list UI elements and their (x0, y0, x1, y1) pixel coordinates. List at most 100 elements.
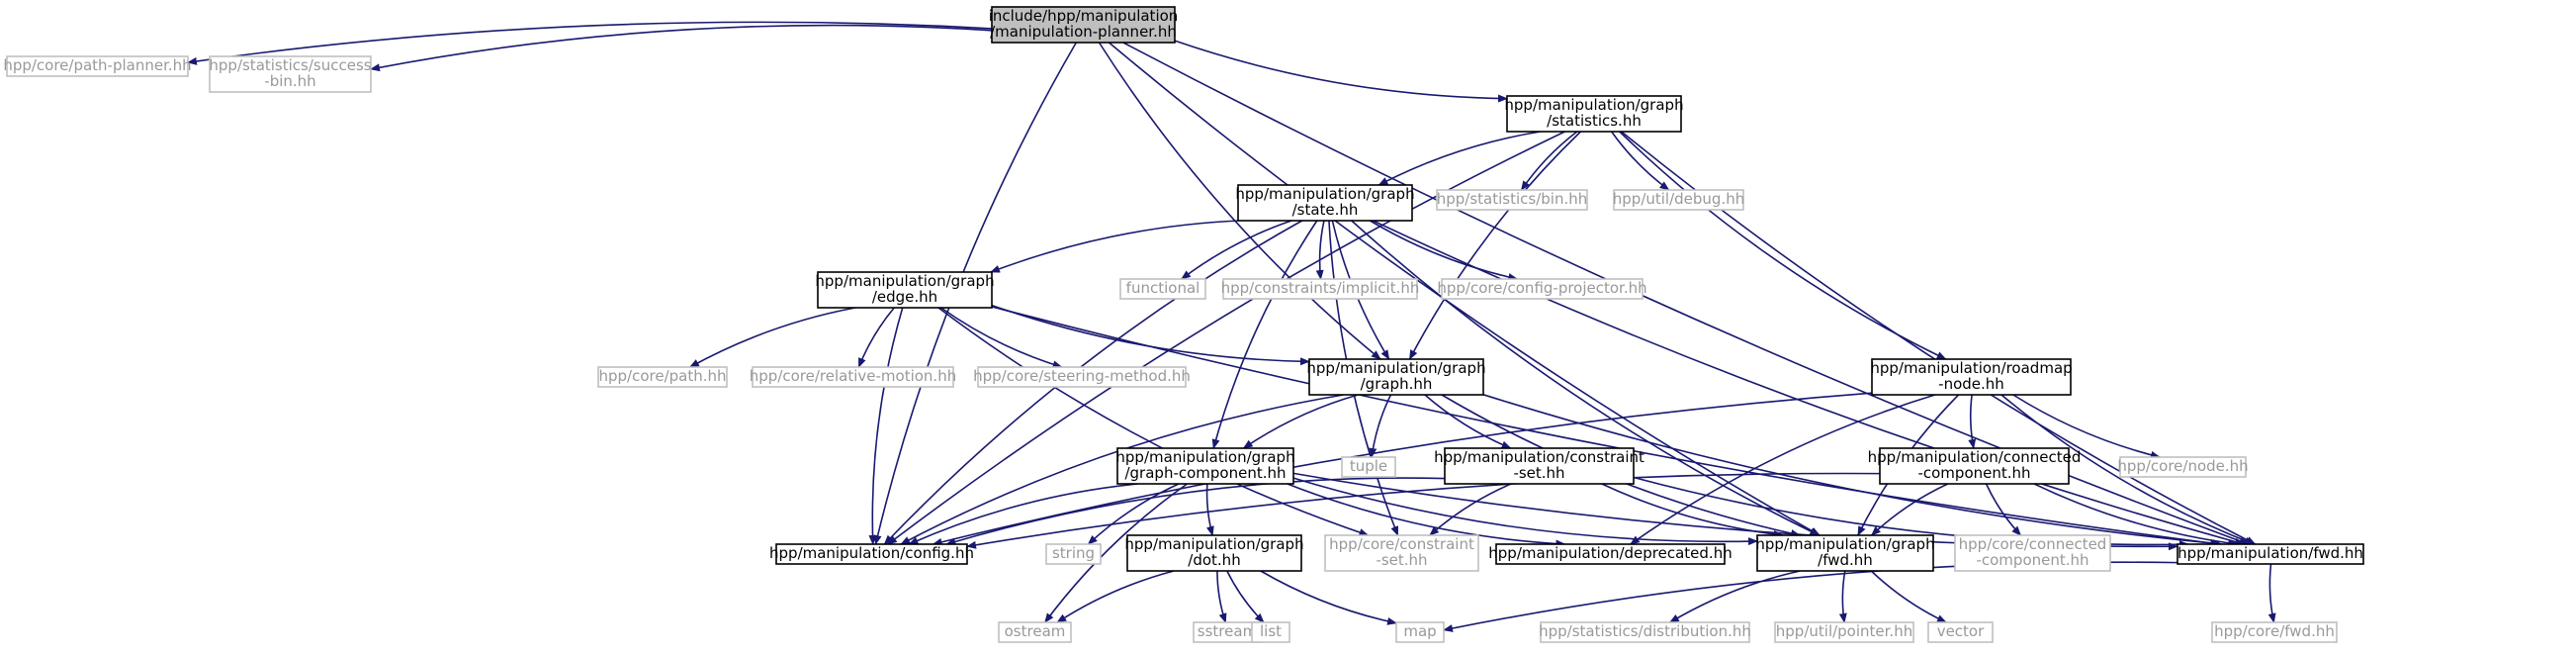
node-label-graph-edge-1: /edge.hh (872, 288, 937, 306)
node-box-core-connected-component (1954, 534, 2111, 572)
node-success-bin: hpp/statistics/success-bin.hh (209, 55, 372, 93)
edge-connected-component-to-core-connected-component (1985, 483, 2022, 536)
node-root[interactable]: include/hpp/manipulation/manipulation-pl… (989, 6, 1179, 44)
edge-graph-component-to-deprecated (1287, 483, 1566, 548)
node-graph-graph[interactable]: hpp/manipulation/graph/graph.hh (1306, 358, 1486, 396)
node-constraint-set[interactable]: hpp/manipulation/constraint-set.hh (1434, 447, 1644, 485)
node-label-util-pointer-0: hpp/util/pointer.hh (1776, 622, 1912, 640)
edge-graph-state-to-manip-fwd (1373, 220, 2246, 546)
node-box-graph-edge (817, 271, 993, 309)
node-box-graph-state (1237, 184, 1413, 222)
node-label-sstream-0: sstream (1198, 622, 1257, 640)
edge-graph-edge-to-manip-fwd (991, 306, 2221, 547)
node-graph-edge[interactable]: hpp/manipulation/graph/edge.hh (815, 271, 995, 309)
node-connected-component[interactable]: hpp/manipulation/connected-component.hh (1868, 447, 2082, 485)
node-label-tuple-0: tuple (1350, 457, 1387, 475)
node-list: list (1251, 621, 1290, 643)
node-label-connected-component-0: hpp/manipulation/connected (1868, 448, 2082, 466)
node-box-tuple (1341, 456, 1396, 478)
node-core-node: hpp/core/node.hh (2117, 456, 2249, 478)
node-box-graph-fwd (1756, 534, 1934, 572)
edge-graph-component-to-ostream (1044, 483, 1188, 623)
node-box-manip-fwd (2176, 543, 2364, 565)
node-box-distribution (1540, 621, 1750, 643)
edge-root-to-path-planner (187, 21, 993, 65)
node-label-graph-fwd-1: /fwd.hh (1818, 551, 1873, 569)
node-box-graph-graph (1308, 358, 1484, 396)
node-label-deprecated-0: hpp/manipulation/deprecated.hh (1488, 544, 1732, 562)
node-label-root-1: /manipulation-planner.hh (990, 23, 1177, 41)
edge-graph-fwd-to-vector (1870, 570, 1947, 623)
node-manip-fwd[interactable]: hpp/manipulation/fwd.hh (2176, 543, 2364, 565)
node-core-path: hpp/core/path.hh (597, 366, 728, 388)
edge-graph-statistics-to-graph-graph (1408, 131, 1582, 360)
node-constraints-implicit: hpp/constraints/implicit.hh (1221, 278, 1420, 300)
node-label-ostream-0: ostream (1005, 622, 1066, 640)
node-label-graph-component-1: /graph-component.hh (1124, 464, 1286, 482)
node-roadmap-node[interactable]: hpp/manipulation/roadmap-node.hh (1870, 358, 2073, 396)
node-map: map (1395, 621, 1445, 643)
node-label-statistics-bin-0: hpp/statistics/bin.hh (1437, 190, 1588, 208)
node-label-core-constraint-set-1: -set.hh (1376, 551, 1427, 569)
node-label-core-constraint-set-0: hpp/core/constraint (1329, 535, 1474, 553)
node-graph-statistics[interactable]: hpp/manipulation/graph/statistics.hh (1504, 95, 1684, 133)
node-label-roadmap-node-1: -node.hh (1938, 375, 2004, 393)
edge-graph-edge-to-graph-graph (991, 304, 1310, 366)
node-label-graph-graph-1: /graph.hh (1361, 375, 1433, 393)
node-graph-dot[interactable]: hpp/manipulation/graph/dot.hh (1124, 534, 1304, 572)
node-core-connected-component: hpp/core/connected-component.hh (1954, 534, 2111, 572)
edge-graph-statistics-to-util-debug (1611, 131, 1670, 191)
node-box-deprecated (1495, 543, 1726, 565)
edge-graph-dot-to-sstream (1216, 570, 1227, 623)
edge-graph-state-to-graph-edge (989, 220, 1240, 273)
edge-manip-fwd-to-map (1443, 561, 2178, 632)
node-label-graph-component-0: hpp/manipulation/graph (1115, 448, 1294, 466)
node-box-roadmap-node (1871, 358, 2072, 396)
edge-graph-edge-to-config (868, 307, 904, 545)
node-string: string (1045, 543, 1102, 565)
dependency-edges (187, 21, 2276, 632)
node-label-graph-edge-0: hpp/manipulation/graph (815, 272, 994, 290)
edge-graph-edge-to-core-path (688, 307, 856, 368)
node-box-core-fwd (2211, 621, 2338, 643)
node-box-root (991, 6, 1176, 44)
node-box-ostream (998, 621, 1072, 643)
node-box-connected-component (1879, 447, 2070, 485)
edge-graph-edge-to-relative-motion (857, 307, 895, 368)
edge-graph-statistics-to-config (887, 131, 1565, 545)
node-box-steering-method (977, 366, 1187, 388)
node-config[interactable]: hpp/manipulation/config.hh (769, 543, 974, 565)
node-box-config-projector (1441, 278, 1643, 300)
node-label-roadmap-node-0: hpp/manipulation/roadmap (1870, 359, 2072, 377)
node-box-success-bin (209, 55, 372, 93)
node-box-core-constraint-set (1324, 534, 1479, 572)
node-steering-method: hpp/core/steering-method.hh (973, 366, 1191, 388)
edge-graph-edge-to-core-constraint-set (937, 307, 1370, 536)
edge-root-to-graph-graph (1098, 42, 1381, 360)
node-graph-fwd[interactable]: hpp/manipulation/graph/fwd.hh (1755, 534, 1935, 572)
node-label-core-node-0: hpp/core/node.hh (2117, 457, 2248, 475)
node-label-graph-graph-0: hpp/manipulation/graph (1306, 359, 1485, 377)
edge-constraint-set-to-graph-fwd (1601, 483, 1784, 538)
node-graph-component[interactable]: hpp/manipulation/graph/graph-component.h… (1115, 447, 1295, 485)
node-label-constraints-implicit-0: hpp/constraints/implicit.hh (1221, 279, 1420, 297)
node-box-graph-dot (1126, 534, 1302, 572)
edge-graph-dot-to-map (1260, 570, 1397, 625)
node-deprecated[interactable]: hpp/manipulation/deprecated.hh (1488, 543, 1732, 565)
node-label-core-fwd-0: hpp/core/fwd.hh (2214, 622, 2335, 640)
edge-graph-graph-to-manip-fwd (1482, 394, 2223, 548)
edge-graph-graph-to-config (900, 394, 1344, 545)
node-label-core-connected-component-0: hpp/core/connected (1959, 535, 2107, 553)
edge-graph-graph-to-tuple (1369, 394, 1392, 458)
node-path-planner: hpp/core/path-planner.hh (3, 55, 192, 77)
node-ostream: ostream (998, 621, 1072, 643)
edge-graph-fwd-to-distribution (1668, 570, 1801, 623)
edge-graph-statistics-to-statistics-bin (1520, 131, 1578, 191)
node-sstream: sstream (1193, 621, 1262, 643)
node-box-relative-motion (752, 366, 954, 388)
node-graph-state[interactable]: hpp/manipulation/graph/state.hh (1235, 184, 1415, 222)
edge-roadmap-node-to-manip-fwd (2000, 394, 2256, 545)
node-label-success-bin-0: hpp/statistics/success (209, 56, 371, 74)
edge-connected-component-to-config (966, 472, 1881, 549)
edge-graph-component-to-string (1087, 483, 1180, 545)
